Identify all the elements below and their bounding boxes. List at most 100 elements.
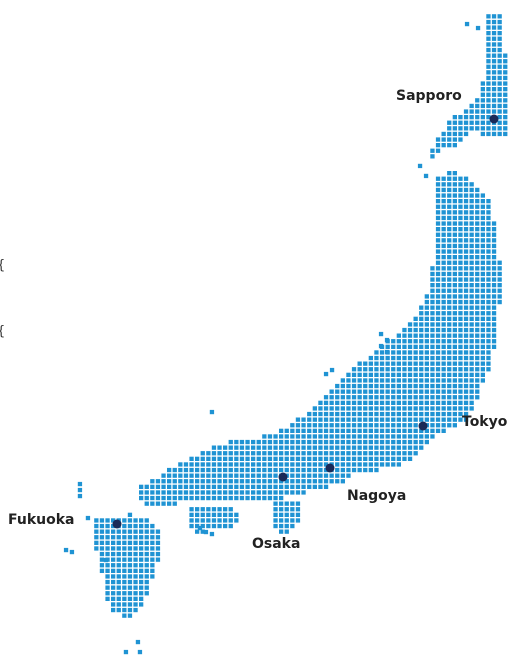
city-marker-nagoya[interactable] (325, 463, 335, 473)
land-dot (402, 383, 407, 389)
land-dot (150, 574, 155, 579)
land-dot (99, 535, 105, 540)
land-dot (497, 109, 502, 114)
city-label-nagoya[interactable]: Nagoya (347, 488, 407, 504)
land-dot (435, 333, 441, 338)
land-dot (424, 322, 429, 327)
land-dot (402, 339, 407, 344)
land-dot (105, 568, 110, 573)
land-dot (447, 423, 452, 428)
land-dot (374, 361, 379, 366)
land-dot (413, 367, 418, 372)
city-label-tokyo[interactable]: Tokyo (462, 414, 508, 430)
land-dot (475, 126, 480, 131)
land-dot (144, 518, 149, 523)
land-dot (363, 411, 368, 417)
land-dot (458, 266, 463, 271)
land-dot (295, 518, 301, 523)
land-dot (402, 367, 407, 372)
land-dot (284, 479, 289, 484)
land-dot (111, 551, 116, 557)
land-dot (391, 367, 396, 372)
land-dot (256, 462, 261, 467)
land-dot (463, 299, 469, 305)
city-label-sapporo[interactable]: Sapporo (396, 88, 462, 104)
land-dot (301, 479, 306, 484)
land-dot (273, 484, 278, 489)
land-dot (267, 439, 273, 445)
land-dot (463, 333, 469, 338)
land-dot (99, 568, 105, 573)
land-dot (419, 322, 424, 327)
land-dot (491, 25, 497, 30)
land-dot (463, 361, 469, 366)
land-dot (413, 406, 418, 411)
land-dot (463, 187, 469, 193)
land-dot (430, 361, 435, 366)
land-dot (245, 439, 250, 445)
city-label-fukuoka[interactable]: Fukuoka (8, 512, 75, 528)
land-dot (312, 417, 317, 422)
land-dot (402, 327, 407, 333)
land-dot (396, 451, 401, 456)
land-dot (122, 596, 127, 601)
land-dot (318, 417, 323, 422)
land-dot (379, 395, 385, 400)
land-dot (458, 411, 463, 417)
land-dot (435, 260, 441, 265)
land-dot (329, 417, 334, 422)
city-marker-osaka[interactable] (278, 472, 288, 482)
land-dot (413, 389, 418, 394)
land-dot (503, 87, 508, 92)
land-dot (435, 316, 441, 321)
land-dot (435, 283, 441, 288)
land-dot (217, 484, 222, 489)
land-dot (346, 411, 351, 417)
land-dot (441, 350, 446, 355)
land-dot (329, 428, 334, 433)
land-dot (239, 439, 245, 445)
city-marker-sapporo[interactable] (489, 114, 499, 124)
land-dot (228, 495, 233, 501)
land-dot (195, 529, 200, 534)
land-dot (183, 484, 189, 489)
land-dot (430, 428, 435, 433)
land-dot (430, 406, 435, 411)
city-marker-fukuoka[interactable] (112, 519, 122, 529)
land-dot (396, 411, 401, 417)
land-dot (419, 389, 424, 394)
land-dot (139, 585, 144, 590)
land-dot (441, 411, 446, 417)
land-dot (458, 322, 463, 327)
land-dot (407, 367, 413, 372)
land-dot (447, 383, 452, 389)
land-dot (167, 484, 172, 489)
land-dot (228, 462, 233, 467)
land-dot (441, 232, 446, 237)
land-dot (122, 523, 127, 529)
land-dot (424, 383, 429, 389)
land-dot (480, 277, 485, 282)
land-dot (223, 467, 228, 473)
land-dot (329, 451, 334, 456)
land-dot (351, 395, 357, 400)
city-marker-tokyo[interactable] (418, 421, 428, 431)
land-dot (295, 462, 301, 467)
land-dot (133, 574, 138, 579)
land-dot (211, 473, 217, 478)
land-dot (133, 529, 138, 534)
land-dot (94, 546, 99, 551)
land-dot (419, 316, 424, 321)
city-label-osaka[interactable]: Osaka (252, 536, 301, 552)
land-dot (491, 47, 497, 53)
land-dot (189, 518, 194, 523)
land-dot (206, 512, 211, 517)
land-dot (329, 456, 334, 461)
land-dot (458, 288, 463, 293)
land-dot (441, 176, 446, 181)
land-dot (217, 490, 222, 495)
land-dot (475, 322, 480, 327)
land-dot (111, 546, 116, 551)
land-dot (441, 277, 446, 282)
land-dot (391, 378, 396, 383)
